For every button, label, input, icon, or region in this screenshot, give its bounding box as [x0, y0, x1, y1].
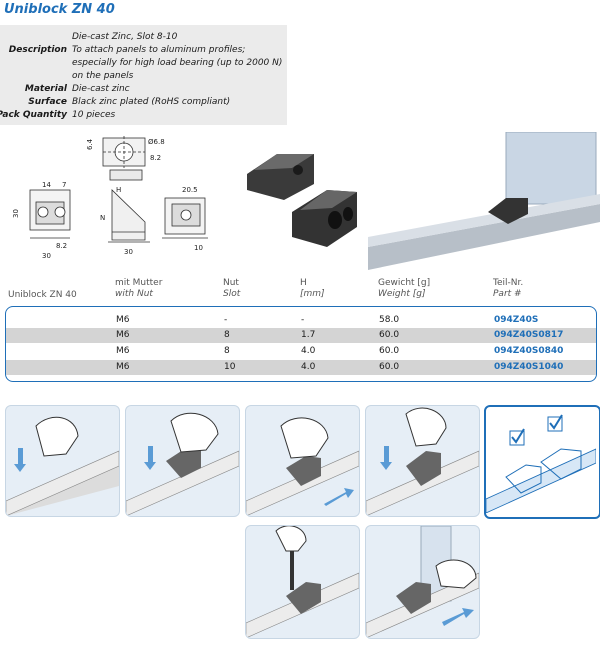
spec-key: Pack Quantity	[0, 110, 67, 120]
cell-weight: 60.0	[379, 330, 400, 340]
dim-label: 6.4	[86, 138, 94, 150]
dim-label: N	[100, 214, 105, 222]
table-row: M6 8 4.0 60.0 094Z40S0840	[6, 344, 596, 359]
cell-weight: 60.0	[379, 362, 400, 372]
cell-nut: M6	[116, 362, 130, 372]
dim-label: 30	[124, 248, 133, 256]
spec-key: Material	[24, 84, 67, 94]
cell-slot: 10	[224, 362, 236, 372]
header-de: Nut	[223, 278, 239, 288]
header-de: H	[300, 278, 307, 288]
header-en: with Nut	[115, 289, 153, 299]
assembly-step-4	[365, 405, 480, 517]
spec-value: especially for high load bearing (up to …	[72, 58, 283, 68]
header-en: [mm]	[300, 289, 325, 299]
header-de: Gewicht [g]	[378, 278, 431, 288]
spec-value: on the panels	[72, 71, 134, 81]
assembly-step-2	[125, 405, 240, 517]
technical-drawing: 6.4 Ø6.8 8.2 14 7 H 20.5 30 8.2 30 N 30 …	[12, 136, 208, 260]
header-en: Slot	[223, 289, 241, 299]
table-row: M6 - - 58.0 094Z40S	[6, 313, 596, 328]
dim-label: 20.5	[182, 186, 198, 194]
cell-h: -	[301, 315, 305, 325]
cell-weight: 58.0	[379, 315, 400, 325]
spec-value: 10 pieces	[72, 110, 116, 120]
dim-label: 30	[42, 252, 51, 260]
cell-part-number[interactable]: 094Z40S0840	[494, 346, 564, 356]
cell-part-number[interactable]: 094Z40S1040	[494, 362, 564, 372]
cell-part-number[interactable]: 094Z40S	[494, 315, 539, 325]
dim-label: 30	[12, 209, 20, 218]
dim-label: 7	[62, 181, 66, 189]
product-photo	[232, 132, 367, 257]
dim-label: H	[116, 186, 121, 194]
spec-key: Surface	[28, 97, 67, 107]
cell-weight: 60.0	[379, 346, 400, 356]
spec-box: Die-cast Zinc, Slot 8-10 Description To …	[0, 25, 287, 125]
header-en: Part #	[493, 289, 522, 299]
assembly-step-1	[5, 405, 120, 517]
column-header-weight: Gewicht [g]Weight [g]	[378, 278, 430, 300]
cell-part-number[interactable]: 094Z40S0817	[494, 330, 564, 340]
dim-label: Ø6.8	[148, 138, 165, 146]
header-en: Weight [g]	[378, 289, 426, 299]
assembly-step-3	[245, 405, 360, 517]
spec-value: Black zinc plated (RoHS compliant)	[72, 97, 231, 107]
header-de: Teil-Nr.	[493, 278, 524, 288]
assembly-step-6	[245, 525, 360, 639]
cell-h: 1.7	[301, 330, 316, 340]
dim-label: 14	[42, 181, 51, 189]
cell-h: 4.0	[301, 346, 316, 356]
dim-label: 8.2	[56, 242, 67, 250]
table-row: M6 10 4.0 60.0 094Z40S1040	[6, 360, 596, 375]
installation-photo	[368, 132, 600, 270]
dim-label: 10	[194, 244, 203, 252]
assembly-step-5	[484, 405, 600, 519]
table-row: M6 8 1.7 60.0 094Z40S0817	[6, 328, 596, 343]
assembly-step-7	[365, 525, 480, 639]
cell-h: 4.0	[301, 362, 316, 372]
page-title: Uniblock ZN 40	[4, 2, 115, 17]
spec-value: Die-cast zinc	[72, 84, 130, 94]
column-header-h: H[mm]	[300, 278, 325, 300]
spec-value: To attach panels to aluminum profiles;	[72, 45, 246, 55]
dim-label: 8.2	[150, 154, 161, 162]
cell-slot: -	[224, 315, 228, 325]
spec-value: Die-cast Zinc, Slot 8-10	[72, 32, 178, 42]
header-de: mit Mutter	[115, 278, 163, 288]
cell-slot: 8	[224, 346, 230, 356]
column-header-part: Teil-Nr.Part #	[493, 278, 523, 300]
parts-table: M6 - - 58.0 094Z40S M6 8 1.7 60.0 094Z40…	[5, 306, 597, 382]
spec-key: Description	[8, 45, 67, 55]
cell-nut: M6	[116, 346, 130, 356]
cell-nut: M6	[116, 330, 130, 340]
table-product-name: Uniblock ZN 40	[8, 290, 77, 300]
cell-slot: 8	[224, 330, 230, 340]
cell-nut: M6	[116, 315, 130, 325]
